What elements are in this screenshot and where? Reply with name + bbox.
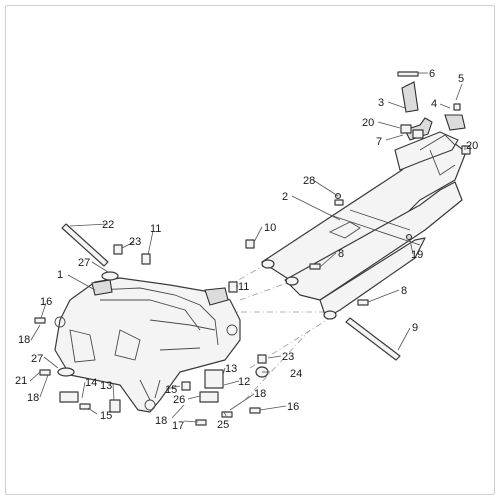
callout-18-lower-left: 18 [27, 392, 39, 404]
callout-19: 19 [411, 249, 423, 261]
callout-12: 12 [238, 376, 250, 388]
callout-17: 17 [172, 420, 184, 432]
callout-16-left: 16 [40, 296, 52, 308]
hardware [34, 71, 471, 426]
callout-11-upper: 11 [150, 223, 161, 235]
callout-25: 25 [217, 419, 229, 431]
callout-3: 3 [378, 97, 384, 109]
callout-18-right: 18 [254, 388, 266, 400]
callout-10: 10 [264, 222, 276, 234]
callout-18-upper-left: 18 [18, 334, 30, 346]
callout-20-left: 20 [362, 117, 374, 129]
callout-20-right: 20 [466, 140, 478, 152]
callout-26: 26 [173, 394, 185, 406]
callout-15-right: 15 [165, 384, 177, 396]
diagram-border [5, 5, 495, 495]
callout-15-left: 15 [100, 410, 112, 422]
long-bolts [61, 223, 401, 361]
callout-18-bottom: 18 [155, 415, 167, 427]
callout-labels: 1 2 3 4 5 6 7 8 8 9 10 11 11 12 13 13 14… [15, 68, 478, 432]
rear-subframe [261, 81, 467, 320]
callout-23-upper: 23 [129, 236, 141, 248]
callout-5: 5 [458, 73, 464, 85]
callout-23-lower: 23 [282, 351, 294, 363]
callout-28: 28 [303, 175, 315, 187]
callout-16-right: 16 [287, 401, 299, 413]
callout-6: 6 [429, 68, 435, 80]
callout-2: 2 [282, 191, 288, 203]
callout-27-lower: 27 [31, 353, 43, 365]
main-frame [54, 277, 241, 413]
callout-1: 1 [57, 269, 63, 281]
callout-7: 7 [376, 136, 382, 148]
callout-13-left: 13 [100, 380, 112, 392]
callout-4: 4 [431, 98, 437, 110]
callout-9: 9 [412, 322, 418, 334]
callout-8-upper: 8 [338, 248, 344, 260]
callout-22: 22 [102, 219, 114, 231]
callout-27-upper: 27 [78, 257, 90, 269]
callout-14: 14 [85, 377, 97, 389]
callout-13-right: 13 [225, 363, 237, 375]
callout-11-lower: 11 [238, 281, 249, 293]
callout-21: 21 [15, 375, 27, 387]
leader-lines [29, 72, 466, 423]
callout-8-lower: 8 [401, 285, 407, 297]
callout-24: 24 [290, 368, 302, 380]
